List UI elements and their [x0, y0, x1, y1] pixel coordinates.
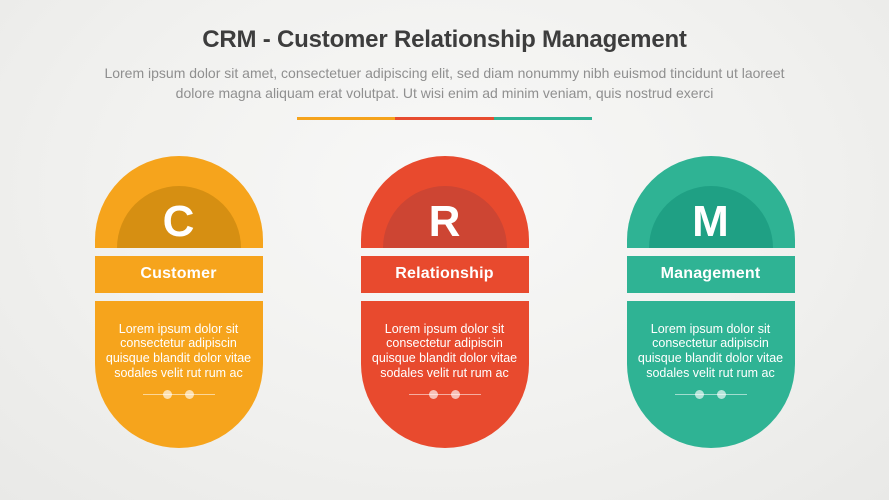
pill-management: M Management Lorem ipsum dolor sit conse… — [626, 155, 795, 448]
pill-customer: C Customer Lorem ipsum dolor sit consect… — [94, 155, 263, 448]
pill-description: Lorem ipsum dolor sit consectetur adipis… — [371, 321, 518, 380]
pill-title: Management — [660, 265, 761, 283]
pill-title-band: Management — [626, 255, 795, 293]
pill-dome: M — [626, 155, 795, 248]
pill-letter: R — [428, 196, 461, 246]
decor-dot — [428, 390, 438, 400]
decor-dot — [694, 390, 704, 400]
pill-title-band: Customer — [94, 255, 263, 293]
page-title: CRM - Customer Relationship Management — [202, 26, 687, 53]
divider-segment-red — [395, 116, 494, 120]
pill-dome: C — [94, 155, 263, 248]
decor-dot — [450, 390, 460, 400]
pill-description: Lorem ipsum dolor sit consectetur adipis… — [105, 321, 252, 380]
pill-title: Relationship — [395, 265, 494, 283]
decor-dot — [184, 390, 194, 400]
pill-description: Lorem ipsum dolor sit consectetur adipis… — [637, 321, 784, 380]
pill-letter: M — [692, 196, 729, 246]
divider-segment-teal — [493, 116, 592, 120]
decor-dot — [716, 390, 726, 400]
line-dots-decoration — [674, 390, 747, 400]
decor-dot — [162, 390, 172, 400]
header: CRM - Customer Relationship Management L… — [0, 0, 889, 120]
page-subtitle: Lorem ipsum dolor sit amet, consectetuer… — [104, 65, 785, 101]
divider-segment-orange — [297, 116, 396, 120]
tricolor-divider — [297, 116, 592, 120]
pill-body: Lorem ipsum dolor sit consectetur adipis… — [626, 300, 795, 448]
pill-title: Customer — [140, 265, 217, 283]
pill-dome: R — [360, 155, 529, 248]
pill-body: Lorem ipsum dolor sit consectetur adipis… — [94, 300, 263, 448]
pill-letter: C — [162, 196, 195, 246]
line-dots-decoration — [408, 390, 481, 400]
line-dots-decoration — [142, 390, 215, 400]
pill-title-band: Relationship — [360, 255, 529, 293]
pills-row: C Customer Lorem ipsum dolor sit consect… — [0, 155, 889, 448]
pill-body: Lorem ipsum dolor sit consectetur adipis… — [360, 300, 529, 448]
pill-relationship: R Relationship Lorem ipsum dolor sit con… — [360, 155, 529, 448]
